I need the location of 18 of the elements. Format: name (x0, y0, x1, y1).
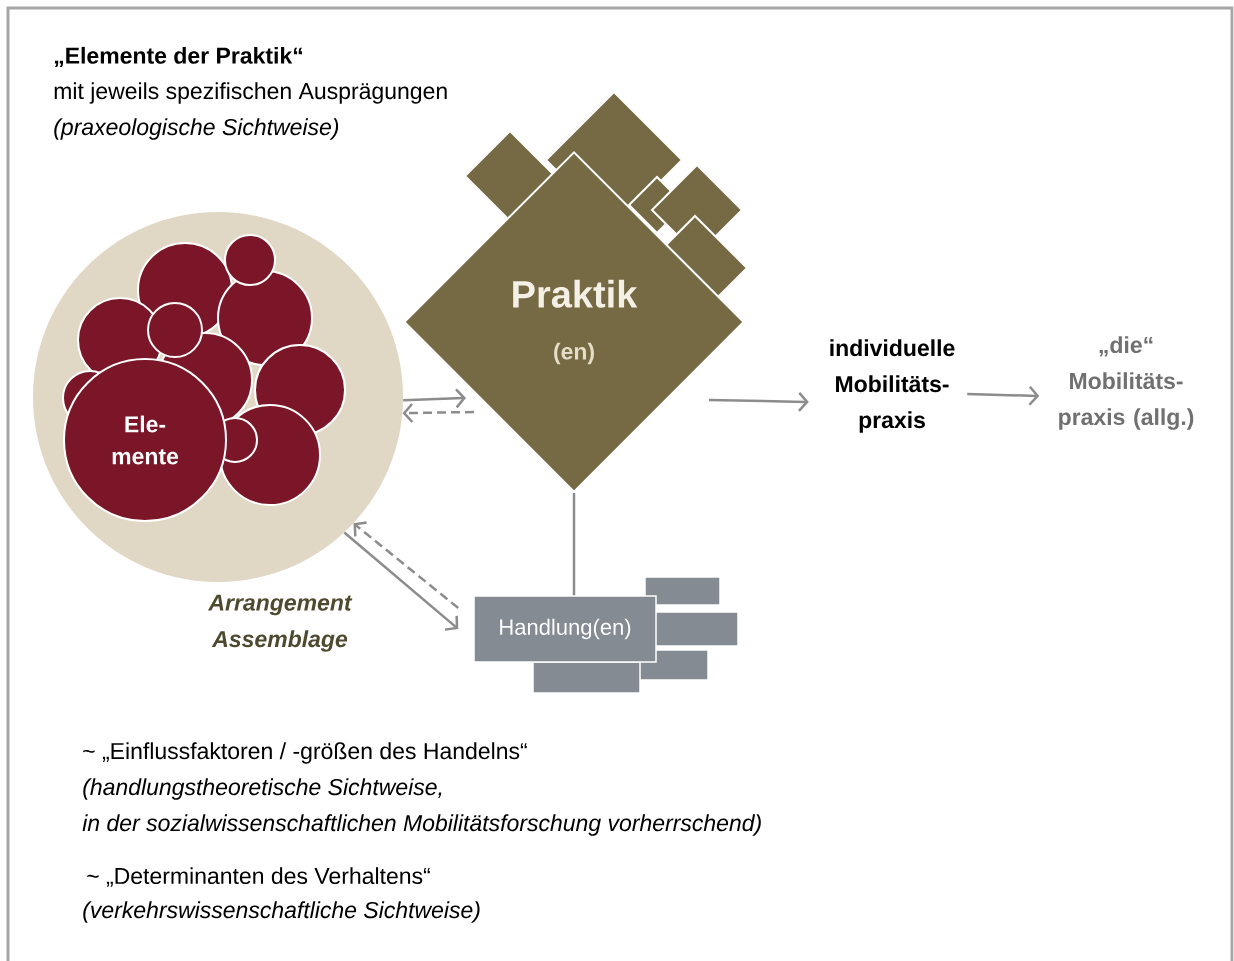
assemblage-label: Assemblage (211, 630, 348, 652)
note-text: (handlungstheoretische Sichtweise, (83, 778, 442, 800)
arrow (403, 388, 466, 409)
note-text: ~ „Determinanten des Verhaltens“ (87, 867, 430, 887)
arrow (353, 521, 460, 609)
assemblage-label: Arrangement (207, 594, 353, 616)
note-text: in der sozialwissenschaftlichen Mobilitätsforschung vorherrschend) (82, 814, 761, 836)
note-text: (praxeologische Sichtweise) (54, 118, 339, 140)
arrow (709, 392, 809, 412)
note-text: (verkehrswissenschaftliche Sichtweise) (83, 901, 480, 923)
practice-label: individuelle Mobilitäts- praxis (830, 339, 955, 433)
arrow (402, 403, 475, 423)
arrow (967, 385, 1040, 406)
note-text: ~ „Einflussfaktoren / -größen des Handelns“ (83, 742, 527, 764)
note-text: „Elemente der Praktik“ (54, 46, 302, 68)
general-practice-label: „die“ Mobilitäts- praxis (allg.) (1059, 336, 1194, 430)
arrow (343, 531, 459, 631)
note-text: mit jeweils spezifischen Ausprägungen (54, 82, 447, 104)
